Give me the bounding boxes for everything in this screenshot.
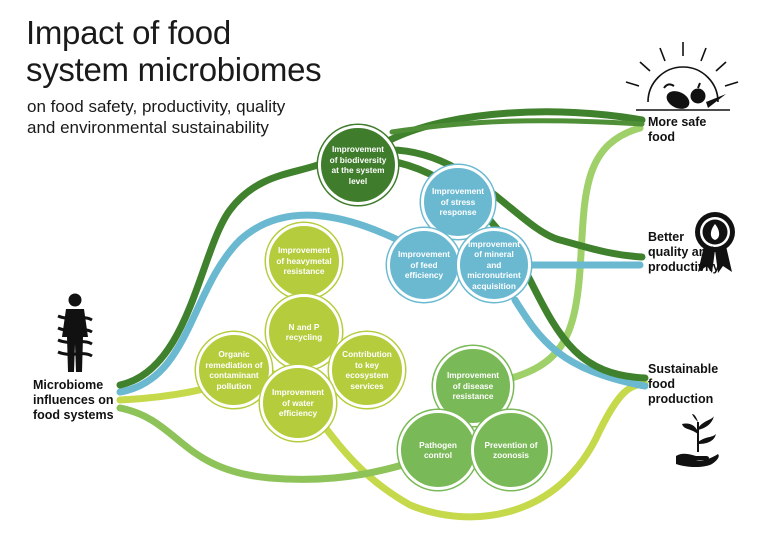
node-heavymetal: Improvement of heavymetal resistance	[266, 223, 342, 299]
node-ecosystem-label: Contribution to key ecosystem services	[342, 349, 392, 391]
node-pathogen: Pathogen control	[398, 410, 478, 490]
outcome-quality: Better quality and productivity	[648, 230, 720, 274]
flow-line-light-green-2	[501, 124, 644, 384]
node-pathogen-label: Pathogen control	[419, 439, 457, 461]
flow-line-dark-green-3	[386, 146, 646, 261]
title-line-2: system microbiomes	[26, 51, 322, 88]
node-disease-label: Improvement of disease resistance	[446, 370, 500, 402]
human-microbiome-icon	[57, 293, 93, 372]
flow-line-dark-green-5	[389, 118, 645, 135]
node-biodiversity-label: Improvement of biodiversity at the syste…	[329, 144, 387, 186]
node-ecosystem: Contribution to key ecosystem services	[329, 332, 405, 408]
node-stress: Improvement of stress response	[421, 165, 495, 239]
node-feed: Improvement of feed efficiency	[387, 228, 461, 302]
flow-line-blue	[116, 211, 414, 396]
hand-seedling-icon	[676, 414, 719, 467]
flow-line-blue-3	[511, 296, 649, 390]
node-zoonosis: Prevention of zoonosis	[471, 410, 551, 490]
title-line-1: Impact of food	[26, 14, 231, 51]
node-heavymetal-label: Improvement of heavymetal resistance	[276, 245, 332, 277]
node-water: Improvement of water efficiency	[260, 365, 336, 441]
node-mineral-label: Improvement of mineral and micronutrient…	[467, 238, 521, 291]
sun-vegetables-icon	[625, 42, 739, 111]
node-water-label: Improvement of water efficiency	[271, 387, 325, 419]
node-organic: Organic remediation of contaminant pollu…	[196, 332, 272, 408]
outcome-safe-food: More safe food	[648, 115, 707, 144]
node-biodiversity: Improvement of biodiversity at the syste…	[318, 125, 398, 205]
subtitle: on food safety, productivity, quality an…	[27, 97, 286, 137]
quality-rosette-icon	[695, 212, 735, 273]
node-mineral: Improvement of mineral and micronutrient…	[457, 228, 531, 302]
node-zoonosis-label: Prevention of zoonosis	[484, 439, 538, 461]
node-stress-label: Improvement of stress response	[431, 186, 485, 218]
flow-line-dark-green	[116, 156, 334, 389]
source-label: Microbiome influences on food systems	[33, 378, 114, 422]
outcome-sustainable: Sustainable food production	[648, 362, 719, 406]
node-organic-label: Organic remediation of contaminant pollu…	[205, 349, 263, 391]
flow-line-light-green	[116, 404, 439, 483]
node-feed-label: Improvement of feed efficiency	[397, 249, 451, 281]
node-np-label: N and P recycling	[285, 321, 323, 343]
